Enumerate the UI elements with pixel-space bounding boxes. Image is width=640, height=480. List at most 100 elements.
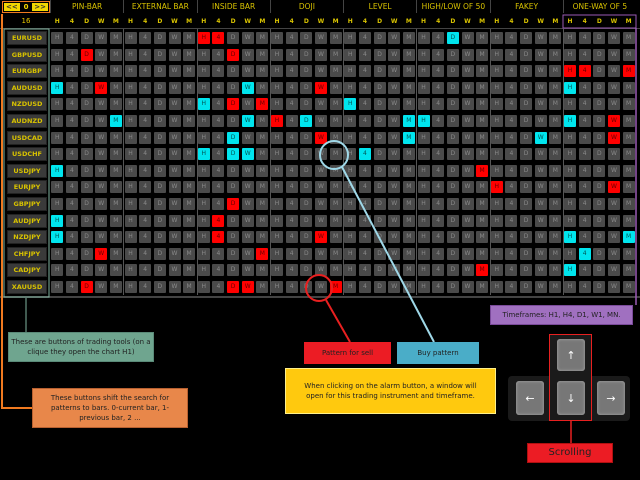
alarm-cell-none[interactable]: M — [109, 48, 122, 61]
symbol-button[interactable]: USDCHF — [7, 147, 47, 162]
alarm-cell-none[interactable]: 4 — [212, 148, 225, 161]
alarm-cell-none[interactable]: M — [109, 148, 122, 161]
alarm-cell-none[interactable]: H — [344, 214, 357, 227]
alarm-cell-none[interactable]: W — [461, 181, 474, 194]
alarm-cell-none[interactable]: H — [417, 247, 430, 260]
alarm-cell-none[interactable]: D — [593, 231, 606, 244]
alarm-cell-none[interactable]: D — [300, 32, 313, 44]
alarm-cell-none[interactable]: D — [520, 148, 533, 161]
alarm-cell-none[interactable]: 4 — [139, 164, 152, 177]
alarm-cell-sell[interactable]: W — [608, 181, 620, 194]
alarm-cell-none[interactable]: W — [241, 164, 254, 177]
symbol-button[interactable]: AUDNZD — [7, 114, 47, 128]
alarm-cell-none[interactable]: M — [476, 231, 489, 244]
alarm-cell-none[interactable]: D — [153, 81, 166, 94]
alarm-cell-none[interactable]: D — [153, 181, 166, 194]
alarm-cell-sell[interactable]: M — [476, 264, 489, 277]
alarm-cell-none[interactable]: W — [388, 32, 401, 44]
alarm-cell-none[interactable]: 4 — [285, 181, 298, 194]
alarm-cell-none[interactable]: 4 — [139, 48, 152, 61]
alarm-cell-none[interactable]: D — [520, 214, 533, 227]
alarm-cell-none[interactable]: 4 — [65, 198, 78, 210]
alarm-cell-none[interactable]: 4 — [139, 148, 152, 161]
alarm-cell-none[interactable]: H — [51, 264, 64, 277]
alarm-cell-sell[interactable]: W — [608, 131, 620, 144]
alarm-cell-none[interactable]: H — [51, 32, 64, 44]
alarm-cell-none[interactable]: 4 — [358, 98, 371, 111]
alarm-cell-none[interactable]: H — [344, 81, 357, 94]
alarm-cell-none[interactable]: W — [461, 247, 474, 260]
alarm-cell-none[interactable]: W — [534, 281, 547, 293]
alarm-cell-none[interactable]: 4 — [212, 98, 225, 111]
alarm-cell-sell[interactable]: H — [271, 115, 284, 127]
alarm-cell-none[interactable]: W — [168, 214, 181, 227]
alarm-cell-sell[interactable]: W — [95, 81, 108, 94]
alarm-cell-none[interactable]: W — [388, 164, 401, 177]
alarm-cell-none[interactable]: 4 — [432, 231, 445, 244]
alarm-cell-sell[interactable]: D — [227, 98, 240, 111]
alarm-cell-none[interactable]: W — [95, 65, 108, 78]
alarm-cell-none[interactable]: H — [51, 181, 64, 194]
alarm-cell-buy[interactable]: D — [227, 131, 240, 144]
alarm-cell-none[interactable]: H — [51, 98, 64, 111]
alarm-cell-buy[interactable]: H — [344, 98, 357, 111]
alarm-cell-none[interactable]: 4 — [432, 148, 445, 161]
alarm-cell-none[interactable]: D — [520, 181, 533, 194]
alarm-cell-none[interactable]: M — [256, 264, 269, 277]
alarm-cell-none[interactable]: 4 — [578, 98, 591, 111]
alarm-cell-none[interactable]: W — [168, 81, 181, 94]
alarm-cell-none[interactable]: 4 — [139, 131, 152, 144]
alarm-cell-none[interactable]: D — [520, 281, 533, 293]
alarm-cell-none[interactable]: W — [461, 115, 474, 127]
alarm-cell-none[interactable]: M — [109, 65, 122, 78]
alarm-cell-none[interactable]: 4 — [505, 115, 518, 127]
alarm-cell-none[interactable]: D — [593, 164, 606, 177]
alarm-cell-none[interactable]: D — [373, 264, 386, 277]
alarm-cell-none[interactable]: M — [183, 231, 196, 244]
alarm-cell-none[interactable]: W — [534, 148, 547, 161]
alarm-cell-none[interactable]: W — [241, 181, 254, 194]
alarm-cell-none[interactable]: W — [461, 264, 474, 277]
alarm-cell-none[interactable]: W — [95, 32, 108, 44]
alarm-cell-none[interactable]: M — [183, 164, 196, 177]
alarm-cell-none[interactable]: 4 — [139, 181, 152, 194]
alarm-cell-none[interactable]: D — [300, 148, 313, 161]
alarm-cell-none[interactable]: H — [490, 281, 503, 293]
alarm-cell-none[interactable]: M — [622, 247, 635, 260]
alarm-cell-none[interactable]: M — [622, 214, 635, 227]
alarm-cell-none[interactable]: D — [593, 264, 606, 277]
alarm-cell-none[interactable]: H — [124, 32, 137, 44]
alarm-cell-none[interactable]: 4 — [285, 148, 298, 161]
alarm-cell-none[interactable]: D — [446, 65, 459, 78]
alarm-cell-none[interactable]: H — [197, 65, 210, 78]
alarm-cell-buy[interactable]: W — [241, 81, 254, 94]
alarm-cell-none[interactable]: W — [168, 32, 181, 44]
alarm-cell-none[interactable]: M — [183, 48, 196, 61]
alarm-cell-none[interactable]: M — [183, 264, 196, 277]
alarm-cell-none[interactable]: H — [271, 48, 284, 61]
alarm-cell-none[interactable]: M — [622, 98, 635, 111]
alarm-cell-none[interactable]: D — [153, 65, 166, 78]
alarm-cell-none[interactable]: W — [388, 214, 401, 227]
alarm-cell-none[interactable]: W — [168, 48, 181, 61]
alarm-cell-none[interactable]: M — [549, 198, 562, 210]
alarm-cell-buy[interactable]: M — [109, 115, 122, 127]
symbol-button[interactable]: CADJPY — [7, 263, 47, 278]
alarm-cell-none[interactable]: M — [109, 231, 122, 244]
alarm-cell-none[interactable]: H — [197, 131, 210, 144]
alarm-cell-none[interactable]: W — [241, 264, 254, 277]
alarm-cell-none[interactable]: 4 — [505, 164, 518, 177]
alarm-cell-none[interactable]: H — [417, 264, 430, 277]
alarm-cell-none[interactable]: H — [51, 65, 64, 78]
alarm-cell-none[interactable]: W — [534, 264, 547, 277]
alarm-cell-none[interactable]: D — [80, 164, 93, 177]
alarm-cell-none[interactable]: D — [373, 32, 386, 44]
alarm-cell-none[interactable]: 4 — [358, 181, 371, 194]
alarm-cell-none[interactable]: H — [197, 214, 210, 227]
alarm-cell-none[interactable]: W — [461, 65, 474, 78]
alarm-cell-none[interactable]: W — [608, 81, 620, 94]
alarm-cell-none[interactable]: H — [417, 164, 430, 177]
alarm-cell-none[interactable]: W — [315, 181, 327, 194]
alarm-cell-none[interactable]: M — [183, 98, 196, 111]
alarm-cell-none[interactable]: D — [520, 65, 533, 78]
